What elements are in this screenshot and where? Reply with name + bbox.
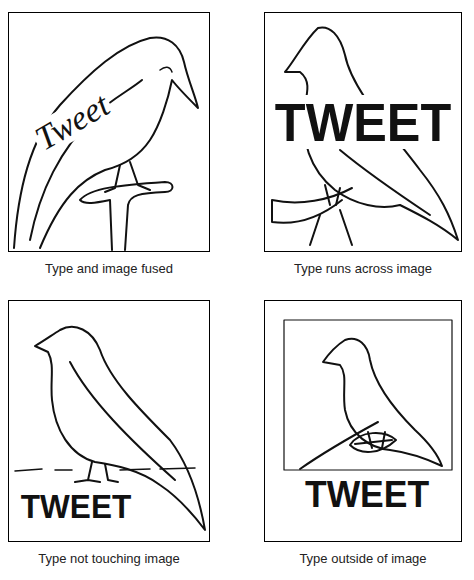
example-panel: TWEETType runs across image [264,12,462,252]
bird-framed [284,320,452,470]
example-panel: TWEETType not touching image [8,300,210,542]
bird-standing [15,327,205,530]
panel-caption: Type runs across image [294,261,432,276]
panel-caption: Type not touching image [38,551,180,566]
display-word: TWEET [273,95,453,149]
bird-fused [14,37,198,250]
example-panel: TweetType and image fused [8,12,210,252]
display-word: TWEET [303,477,431,513]
bird-behind-type [272,27,458,245]
panel-caption: Type and image fused [45,261,173,276]
example-panel: TWEETType outside of image [264,300,462,542]
display-word: TWEET [19,489,133,523]
panel-caption: Type outside of image [299,551,426,566]
display-word: Tweet [28,87,117,158]
